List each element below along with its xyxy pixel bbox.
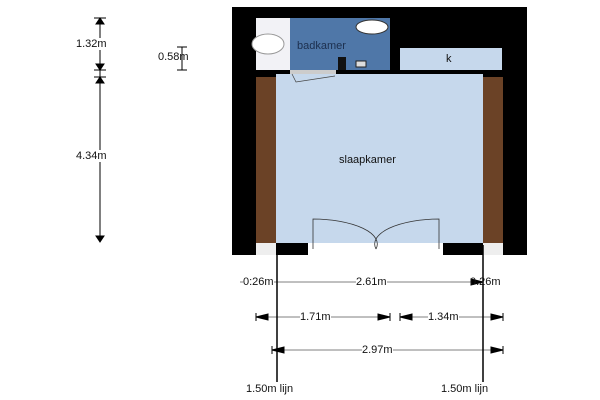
bathroom-appliance [355,60,367,68]
storage-label: k [446,53,452,65]
double-door [312,218,440,250]
dim-top-height: 1.32m [76,38,107,50]
wall-base-right [483,243,503,255]
toilet-icon [355,19,389,35]
dim-wall-right: 0.26m [470,276,501,288]
dim-right-segment: 1.34m [428,311,459,323]
line-label-left: 1.50m lijn [246,383,294,395]
bathroom-fixture [338,57,346,70]
window [308,243,443,255]
sink-icon [251,33,285,55]
bathroom-door [290,70,336,74]
dim-small: 0.58m [158,51,189,63]
bedroom-area [276,74,483,243]
wall-segment-right [443,243,483,255]
dim-total-width: 2.97m [362,344,393,356]
door-swing [291,73,336,83]
wall-base-left [256,243,276,255]
wall-segment-left [276,243,308,255]
dim-left-segment: 1.71m [300,311,331,323]
dim-wall-left: 0:26m [243,276,274,288]
dim-inner-width: 2.61m [356,276,387,288]
bathroom-label: badkamer [297,40,346,52]
bedroom-label: slaapkamer [339,154,396,166]
left-brick-wall [256,77,276,243]
right-brick-wall [483,77,503,243]
line-label-right: 1.50m lijn [441,383,489,395]
storage-room [400,48,502,70]
dim-main-height: 4.34m [76,150,107,162]
